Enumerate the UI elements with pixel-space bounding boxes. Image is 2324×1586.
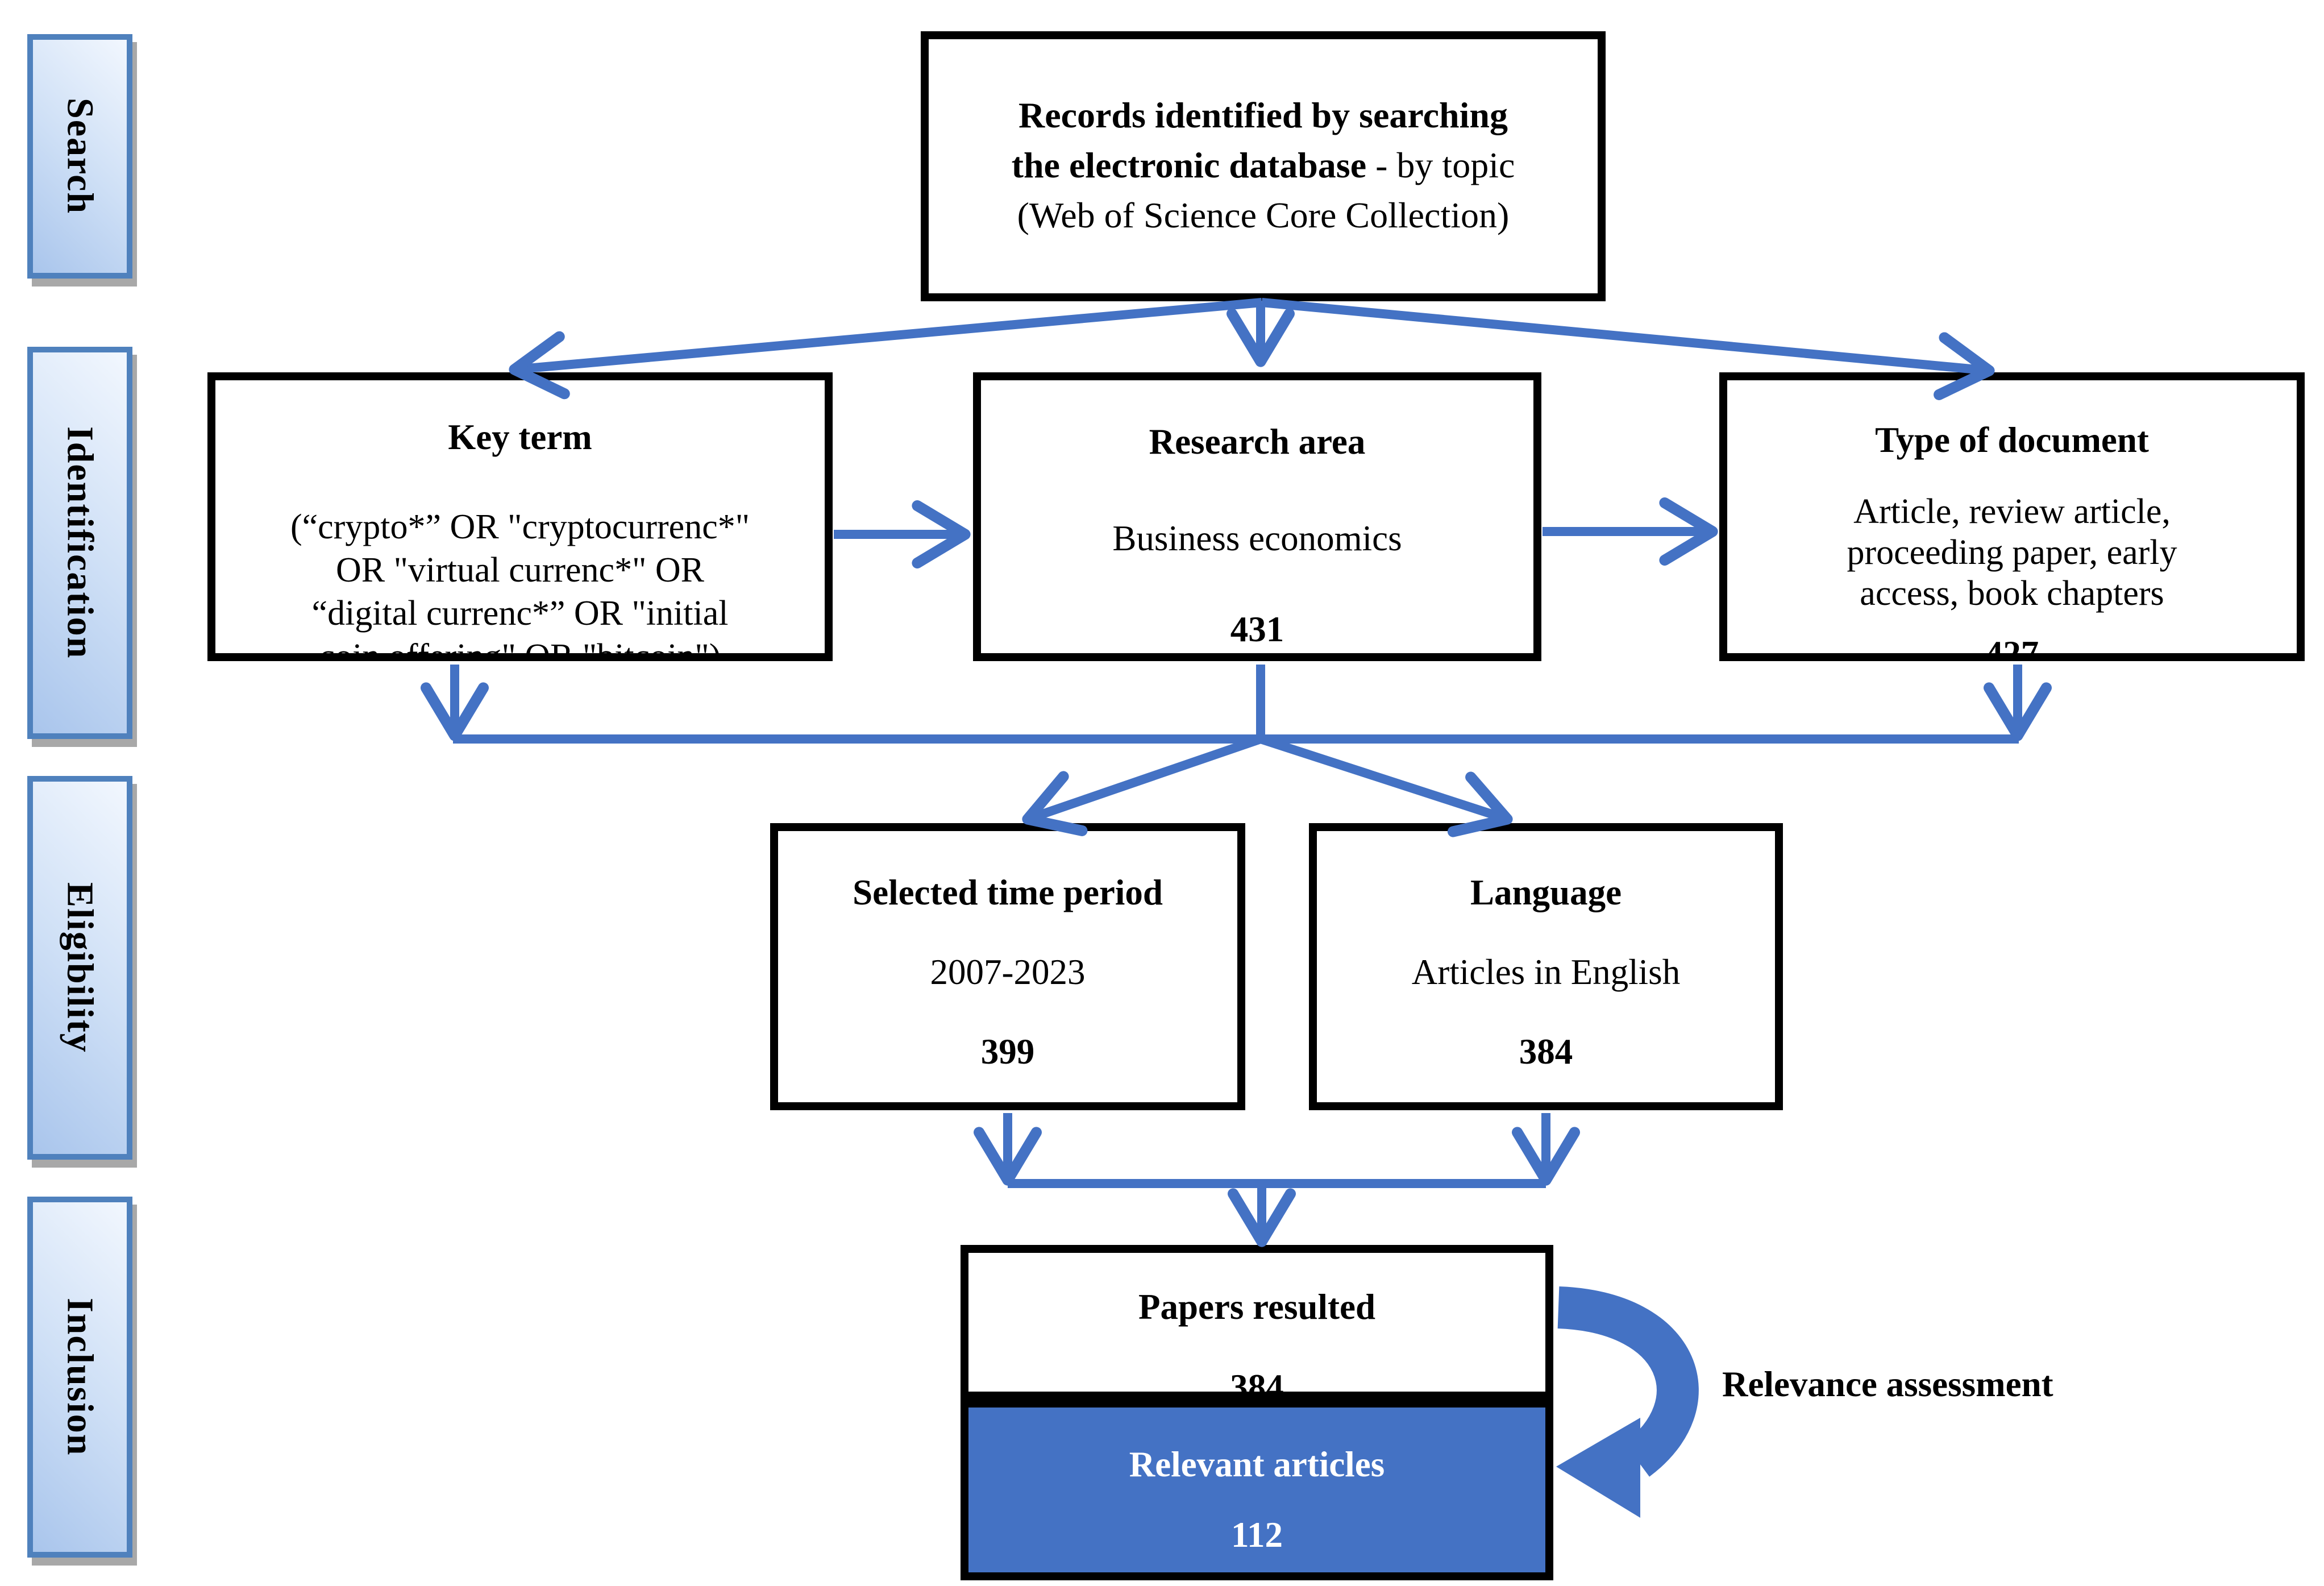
document-type-value: Article, review article,proceeding paper… xyxy=(1847,492,2177,613)
research-area-title: Research area xyxy=(1149,422,1366,462)
sidebar-stage-search: Search xyxy=(27,34,132,279)
stage-label: Search xyxy=(59,98,101,215)
sidebar-stage-inclusion: Inclusion xyxy=(27,1197,132,1558)
arrow-to-language xyxy=(1259,734,1513,837)
stage-label: Identification xyxy=(59,426,101,659)
relevance-loop-arrow xyxy=(1557,1286,1699,1477)
sidebar-stage-eligibility: Eligibility xyxy=(27,776,132,1160)
time-period-value: 2007-2023 xyxy=(930,952,1086,992)
document-type-count: 427 xyxy=(1985,634,2039,661)
records-line-1: Records identified by searching xyxy=(1018,95,1508,135)
time-period-count: 399 xyxy=(980,1032,1035,1072)
document-type-title: Type of document xyxy=(1875,420,2149,460)
language-value: Articles in English xyxy=(1411,952,1681,992)
relevant-articles-box: Relevant articles 112 xyxy=(961,1400,1553,1580)
records-identified-box: Records identified by searching the elec… xyxy=(921,31,1606,301)
relevance-loop-arrowhead xyxy=(1556,1418,1640,1518)
research-area-value: Business economics xyxy=(1112,518,1402,558)
papers-resulted-count: 384 xyxy=(1230,1367,1284,1400)
relevant-articles-title: Relevant articles xyxy=(1129,1444,1385,1484)
stage-label: Inclusion xyxy=(59,1298,101,1456)
records-line-3: (Web of Science Core Collection) xyxy=(1017,195,1510,235)
records-line-2: the electronic database - by topic xyxy=(929,140,1598,190)
relevant-articles-count: 112 xyxy=(1230,1515,1283,1555)
stage-label: Eligibility xyxy=(59,882,101,1053)
time-period-title: Selected time period xyxy=(853,873,1163,912)
document-type-box: Type of document Article, review article… xyxy=(1719,372,2305,661)
relevance-assessment-label: Relevance assessment xyxy=(1722,1365,2053,1400)
time-period-box: Selected time period 2007-2023 399 xyxy=(770,823,1245,1110)
research-area-count: 431 xyxy=(1230,609,1284,649)
arrow-to-timeperiod xyxy=(1022,734,1262,836)
language-count: 384 xyxy=(1519,1032,1573,1072)
language-title: Language xyxy=(1470,873,1622,912)
key-term-box: Key term (“crypto*” OR "cryptocurrenc*"O… xyxy=(207,372,833,661)
records-line-2-bold: the electronic database xyxy=(1011,145,1367,185)
arrow-records-to-typedoc xyxy=(1261,298,1995,400)
papers-resulted-title: Papers resulted xyxy=(1138,1287,1376,1327)
papers-resulted-box: Papers resulted 384 xyxy=(961,1245,1553,1400)
key-term-title: Key term xyxy=(448,417,592,457)
research-area-box: Research area Business economics 431 xyxy=(973,372,1541,661)
key-term-query: (“crypto*” OR "cryptocurrenc*"OR "virtua… xyxy=(290,508,750,661)
arrow-records-to-keyterm xyxy=(509,298,1262,400)
records-line-2-regular: - by topic xyxy=(1366,145,1515,185)
sidebar-stage-identification: Identification xyxy=(27,347,132,739)
language-box: Language Articles in English 384 xyxy=(1309,823,1783,1110)
